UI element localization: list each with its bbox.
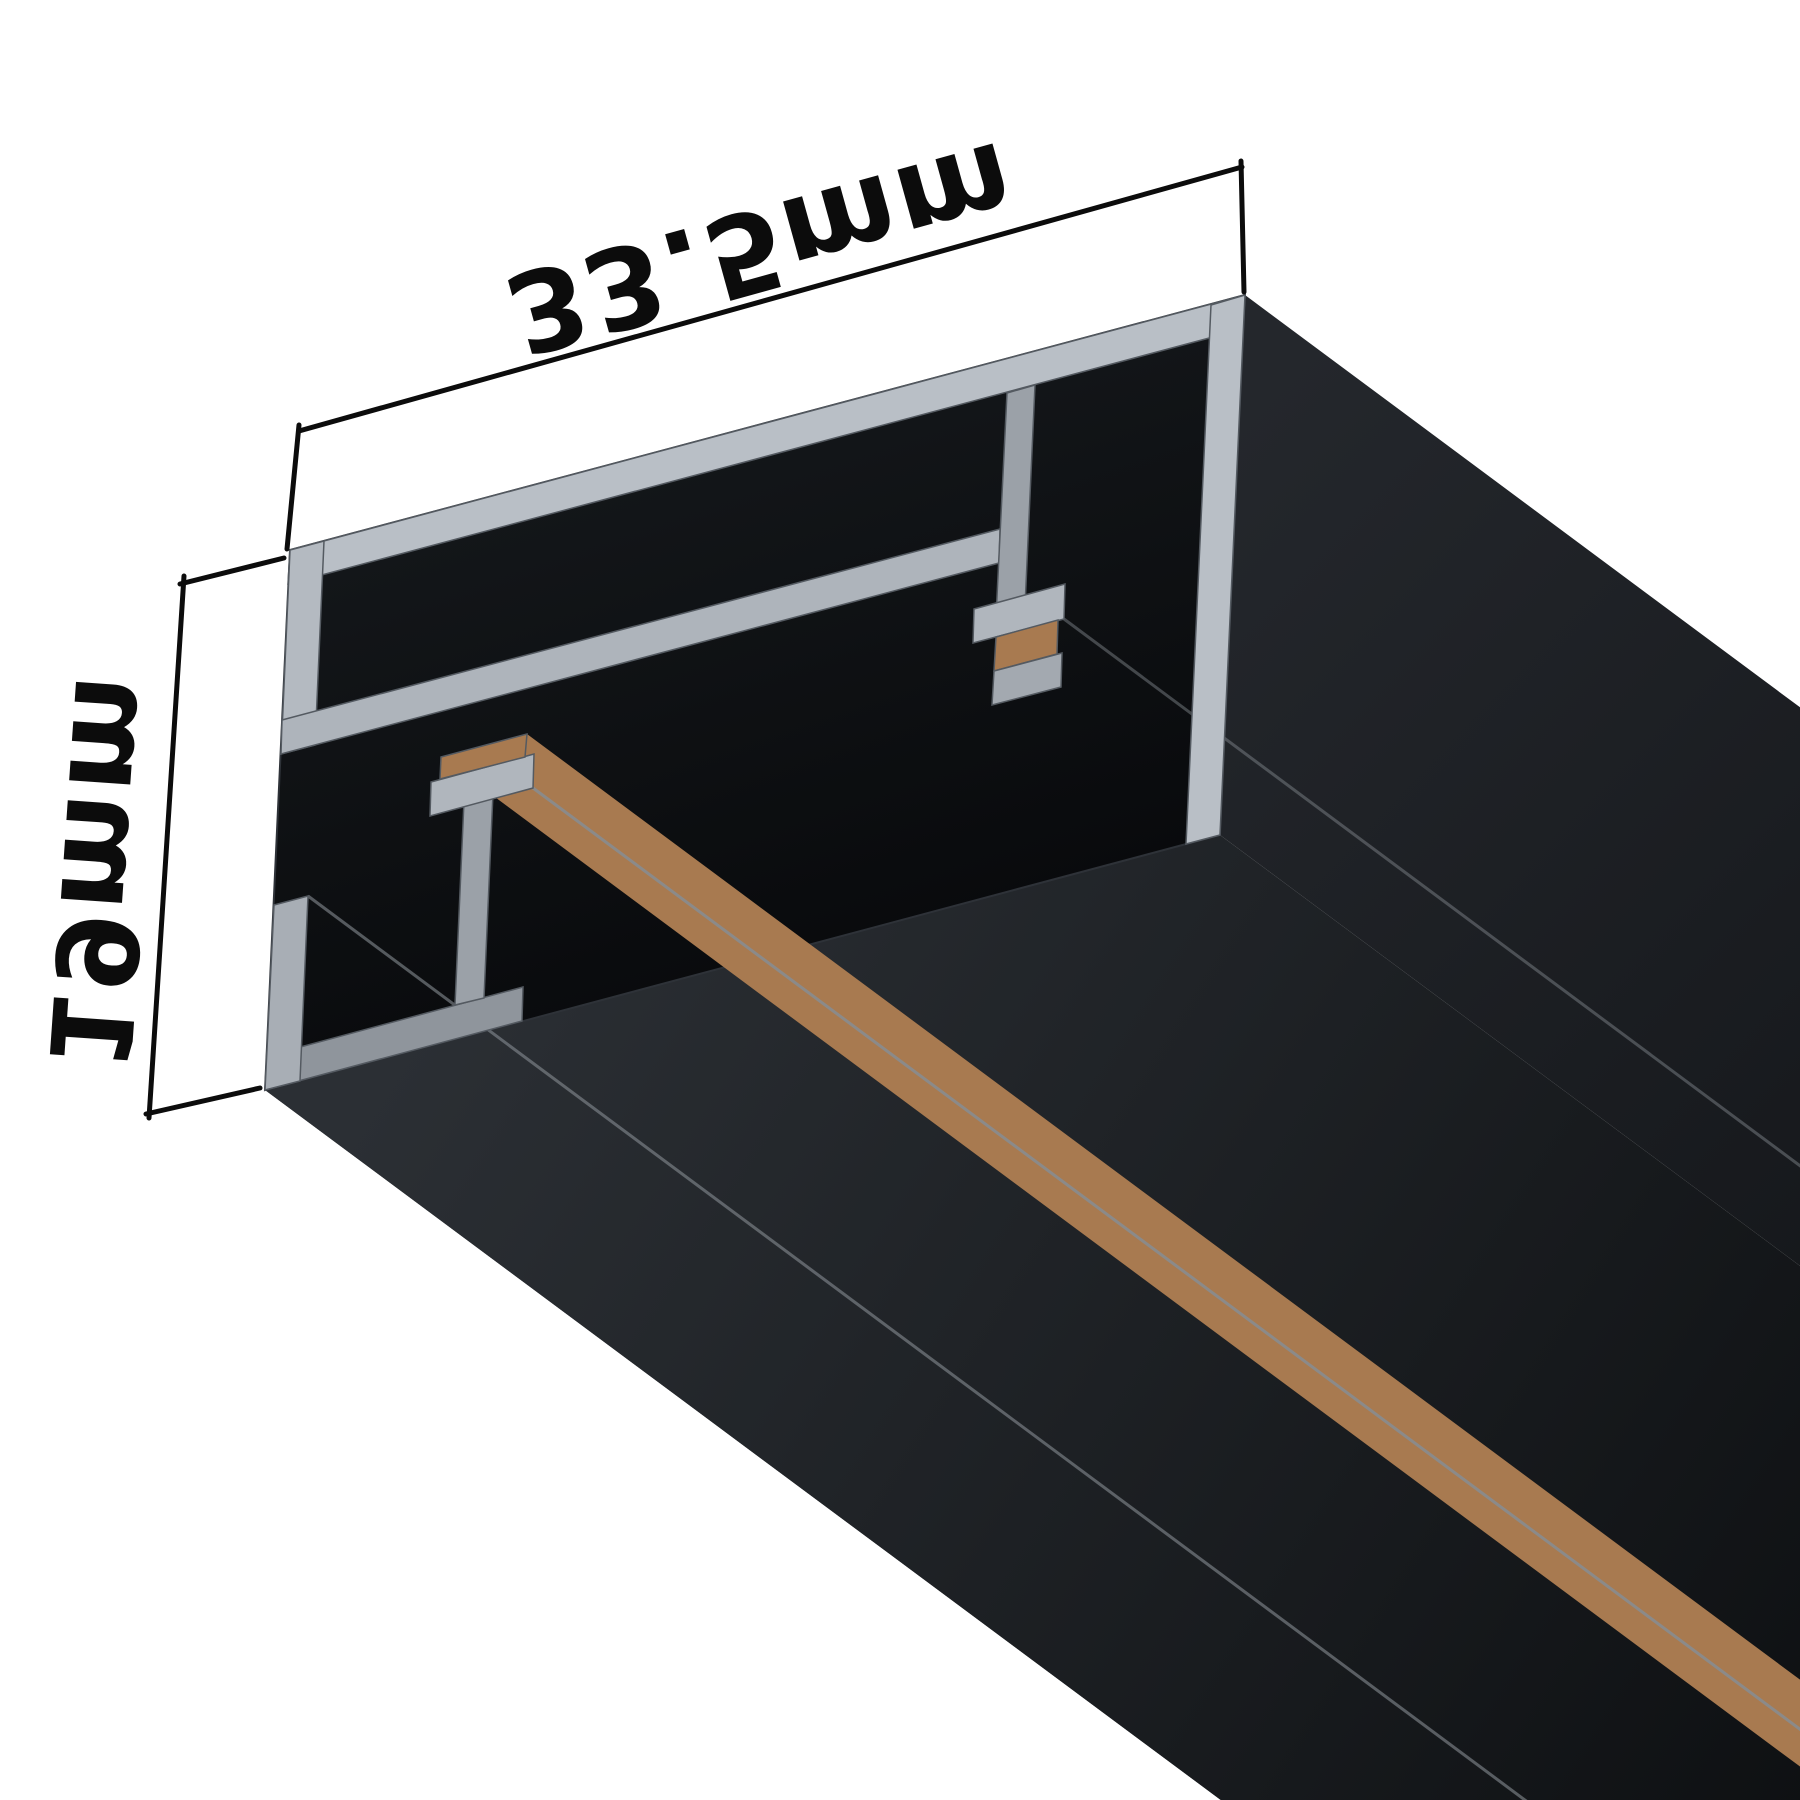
width-dimension <box>284 158 1247 552</box>
left-copper-conductor <box>439 732 528 780</box>
height-dimension <box>143 555 287 1121</box>
height-dimension-line <box>146 573 187 1121</box>
aluminum-cut-profile <box>264 293 1246 1091</box>
right-holder-arm <box>991 652 1063 706</box>
width-extension-line-right <box>1238 158 1247 295</box>
back-wall-cut <box>1185 293 1246 845</box>
copper-conductor-strip <box>441 734 1800 1767</box>
right-holder-foot <box>972 583 1066 644</box>
edge-highlight-upper <box>1063 617 1800 1168</box>
edge-highlight-lip <box>307 894 1528 1800</box>
rail-bottom-outer-face <box>265 835 1800 1800</box>
extrusion-edge-highlights <box>307 617 1800 1800</box>
rail-right-outer-face <box>1220 295 1800 1266</box>
edge-highlight-lower <box>532 786 1800 1732</box>
height-dimension-label: 19mm <box>22 669 179 1074</box>
height-extension-line-bottom <box>143 1085 263 1117</box>
height-extension-line-top <box>177 555 287 587</box>
width-extension-line-left <box>284 422 302 552</box>
width-dimension-line <box>296 164 1245 434</box>
bottom-lip-cut <box>264 895 309 1091</box>
rail-body-surfaces <box>265 295 1800 1800</box>
